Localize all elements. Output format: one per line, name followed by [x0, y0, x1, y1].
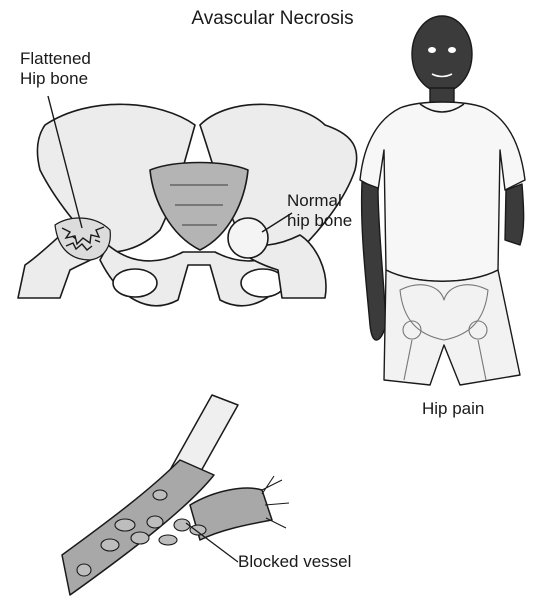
blocked-vessel-label: Blocked vessel	[238, 552, 351, 572]
hip-pain-label: Hip pain	[422, 399, 484, 419]
normal-hip-label: Normal hip bone	[287, 191, 352, 231]
flattened-hip-label: Flattened Hip bone	[20, 49, 91, 89]
